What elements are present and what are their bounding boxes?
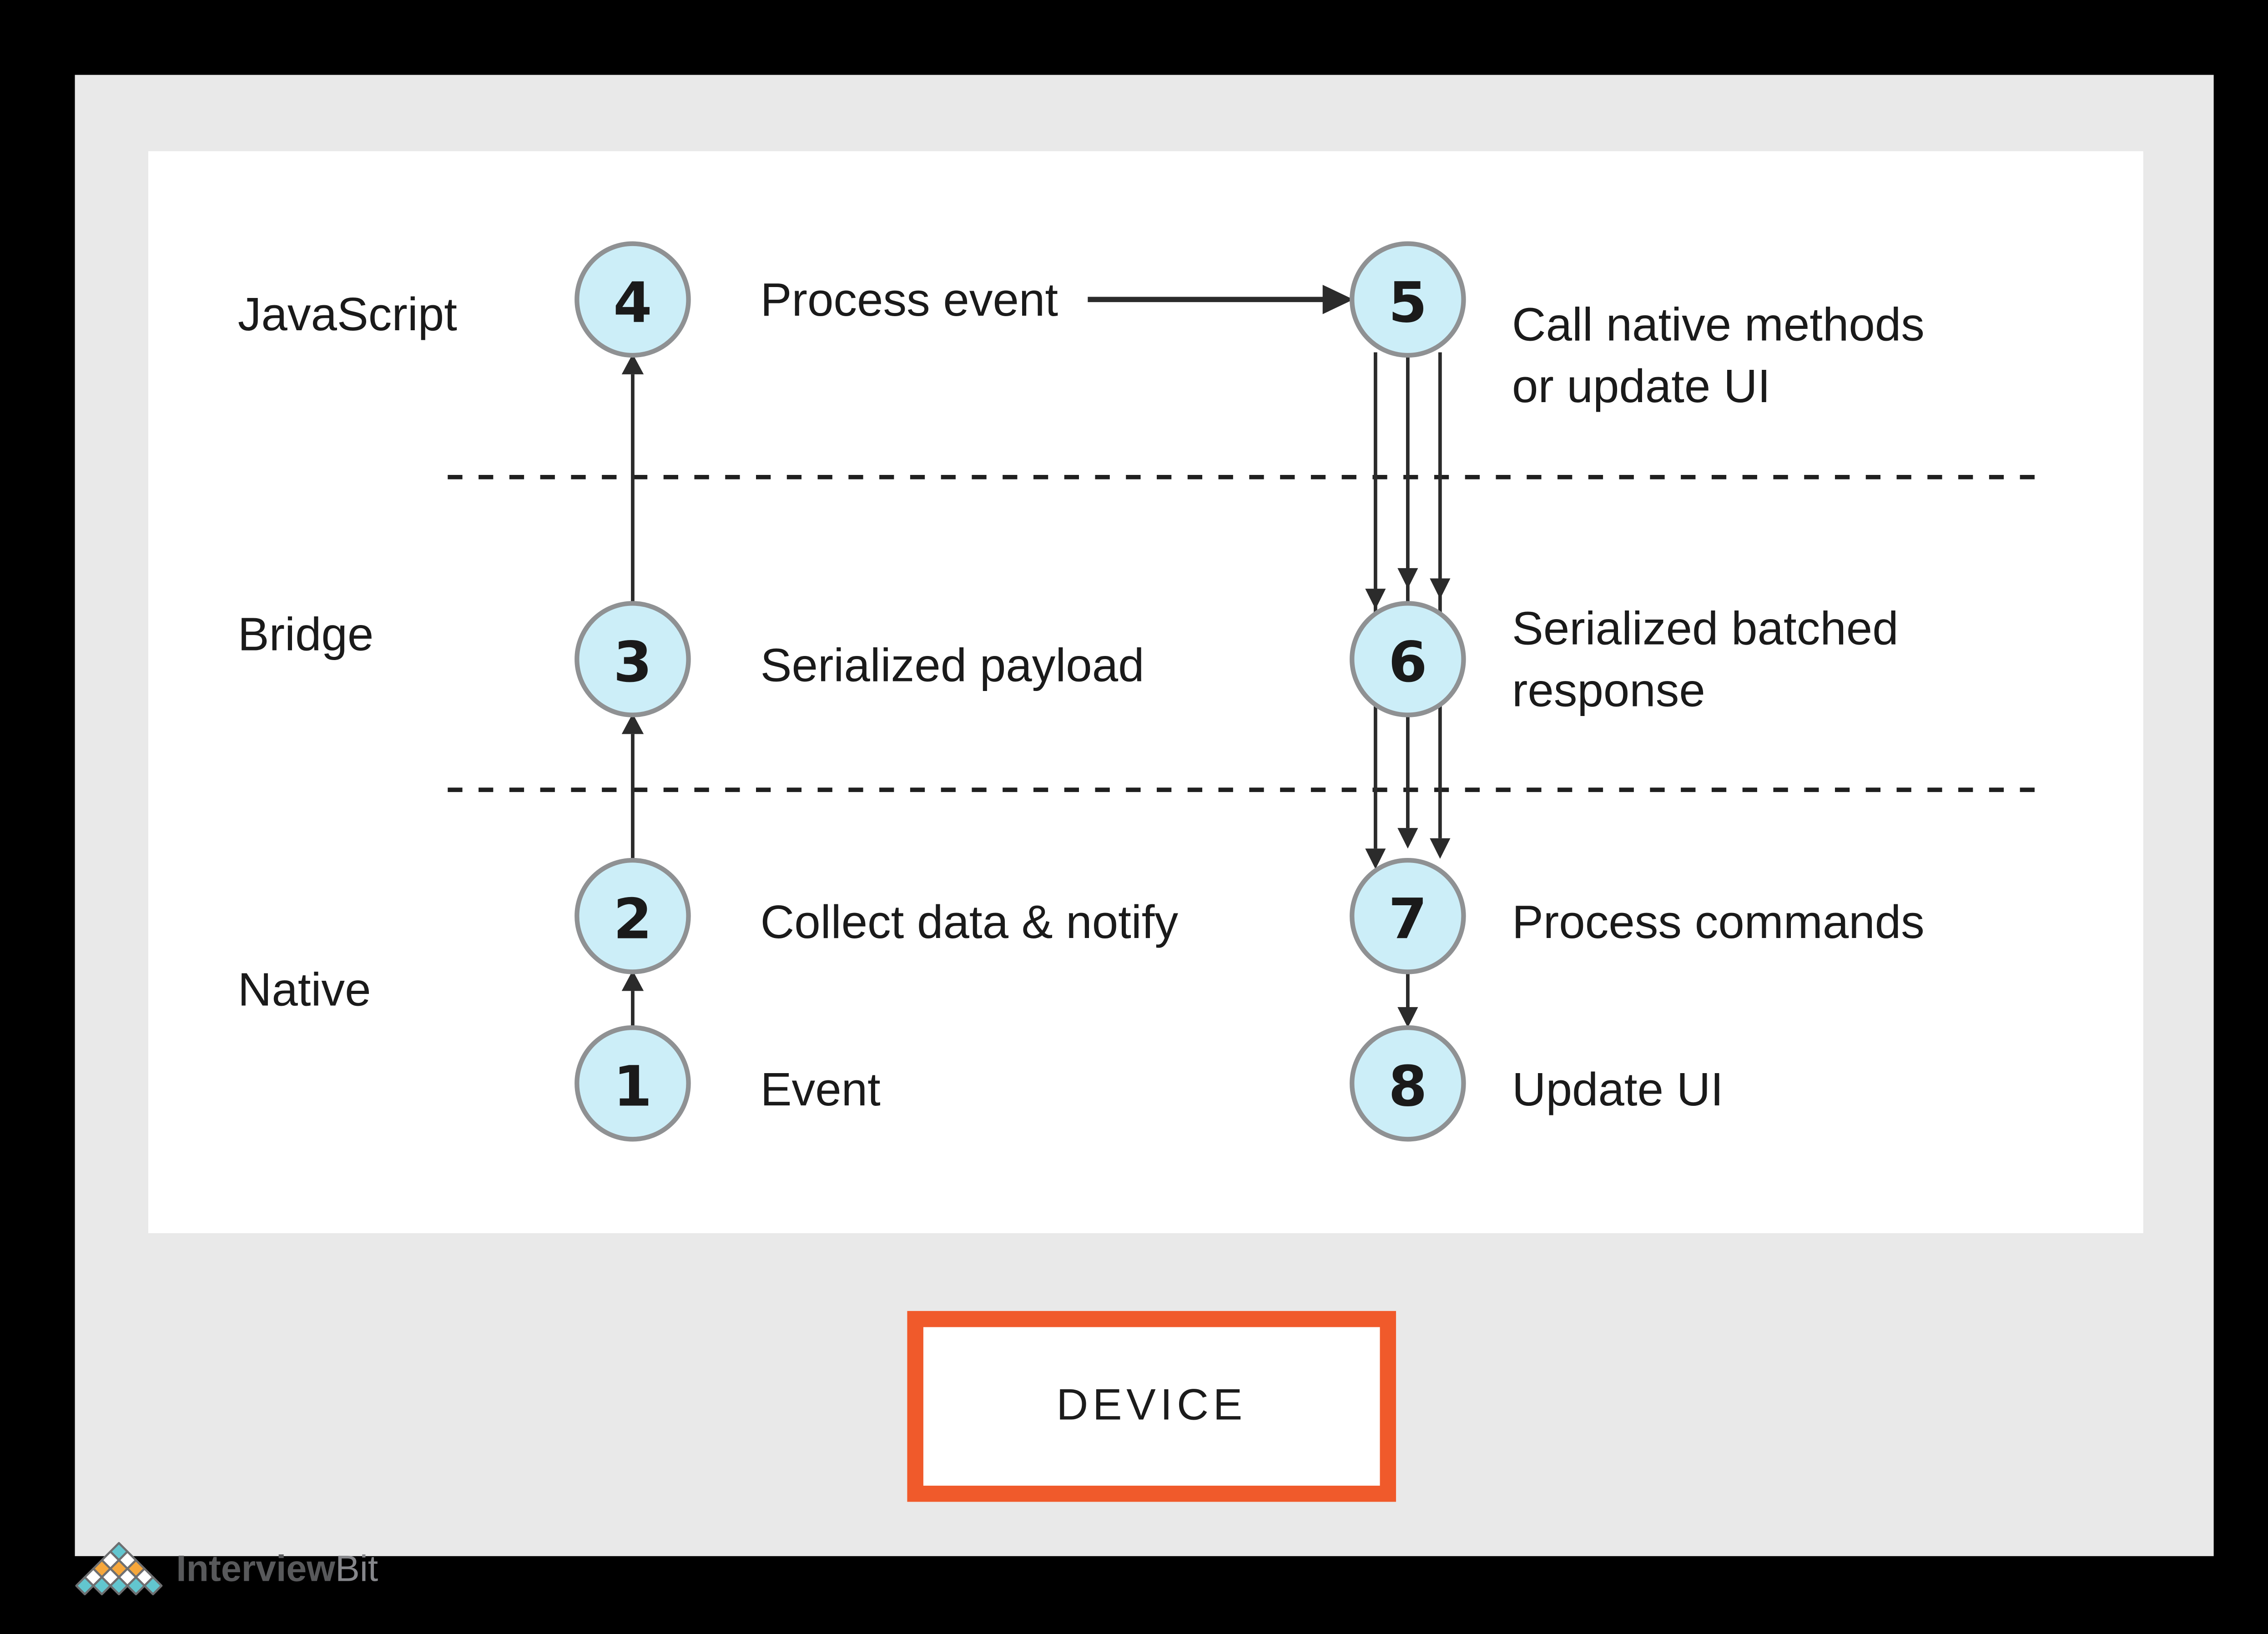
arrowhead-into-7-middle (1397, 828, 1418, 849)
step-circle-5 (1350, 241, 1466, 358)
step-label-serialized-batched-line1: Serialized batched (1512, 602, 1899, 655)
arrowhead-into-6-right (1430, 578, 1451, 599)
step-circle-7 (1350, 857, 1466, 974)
step-circle-4 (575, 241, 691, 358)
arrowhead-2-to-3 (621, 713, 644, 734)
brand-text-bit: Bit (335, 1548, 378, 1590)
step-number-2: 2 (613, 887, 652, 952)
step-number-5: 5 (1388, 270, 1427, 335)
step-label-collect-data: Collect data & notify (761, 896, 1179, 948)
device-box: DEVICE (907, 1311, 1396, 1502)
lane-label-bridge: Bridge (238, 608, 374, 661)
step-circle-8 (1350, 1025, 1466, 1142)
arrowhead-1-to-2 (621, 970, 644, 991)
lane-label-javascript: JavaScript (238, 288, 457, 340)
step-label-update-ui: Update UI (1512, 1063, 1724, 1115)
step-label-call-native-line1: Call native methods (1512, 298, 1925, 351)
arrowhead-3-to-4 (621, 353, 644, 374)
brand-text-interview: Interview (176, 1548, 336, 1590)
step-circle-2 (575, 857, 691, 974)
arrowhead-into-6-middle (1397, 568, 1418, 589)
step-label-serialized-batched-line2: response (1512, 664, 1705, 716)
step-circle-3 (575, 601, 691, 717)
step-number-7: 7 (1388, 887, 1427, 952)
lane-label-native: Native (238, 963, 371, 1016)
step-number-6: 6 (1388, 630, 1427, 695)
step-circle-1 (575, 1025, 691, 1142)
pyramid-diamond (143, 1576, 163, 1595)
step-circle-6 (1350, 601, 1466, 717)
step-label-serialized-payload: Serialized payload (761, 639, 1144, 691)
brand-logo: InterviewBit (75, 1542, 378, 1599)
arrowhead-into-7-left (1365, 848, 1386, 869)
arrowhead-into-7-right (1430, 838, 1451, 859)
step-label-call-native-line2: or update UI (1512, 360, 1770, 412)
arrowhead-process-event (1322, 285, 1354, 314)
brand-wordmark: InterviewBit (176, 1548, 378, 1590)
bridge-flow-diagram: JavaScript Bridge Native (238, 241, 2035, 1142)
step-number-8: 8 (1388, 1054, 1427, 1119)
step-label-event: Event (761, 1063, 881, 1115)
pyramid-diamond (126, 1576, 146, 1595)
step-label-process-event: Process event (761, 273, 1058, 326)
pyramid-diamond (75, 1576, 95, 1595)
arrowhead-into-6-left (1365, 589, 1386, 610)
diagram-panel: JavaScript Bridge Native (148, 151, 2143, 1233)
device-label: DEVICE (1056, 1381, 1247, 1430)
interviewbit-pyramid-icon (75, 1542, 163, 1595)
pyramid-diamond (109, 1576, 129, 1595)
pyramid-diamond (92, 1576, 112, 1595)
arrowhead-7-to-8 (1397, 1007, 1418, 1028)
step-number-1: 1 (613, 1054, 652, 1119)
step-number-3: 3 (613, 630, 652, 695)
step-label-process-commands: Process commands (1512, 896, 1925, 948)
step-number-4: 4 (613, 270, 652, 335)
